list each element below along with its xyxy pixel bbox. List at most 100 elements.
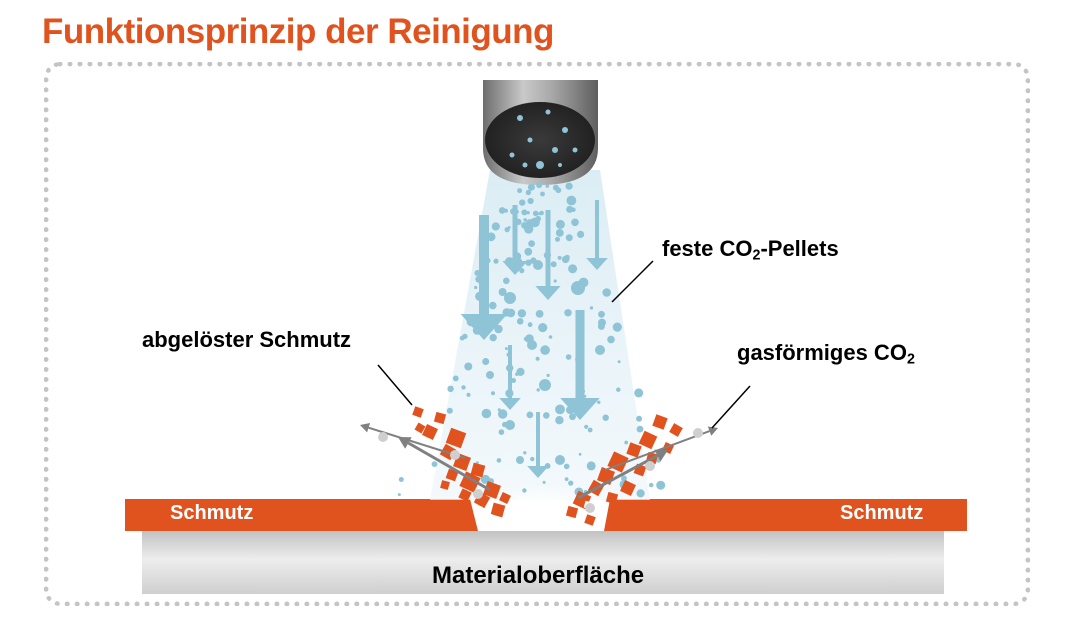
gas-arrow [604, 426, 718, 471]
pellet [474, 285, 478, 290]
dirt-fragment [638, 430, 658, 450]
pellet [548, 335, 553, 339]
pellet [553, 279, 557, 283]
pellet [577, 230, 585, 238]
dirt-fragment [458, 488, 472, 502]
pellet [462, 333, 468, 340]
gas-arrows [360, 423, 718, 513]
flow-arrow [586, 200, 608, 270]
pellet [461, 385, 466, 390]
pellet [498, 429, 505, 435]
gas-bubble [585, 503, 595, 513]
pellet [545, 109, 551, 115]
dirt-fragment [445, 427, 467, 449]
dirt-fragment [445, 468, 459, 482]
pellet [481, 408, 492, 419]
pellet [617, 360, 621, 364]
label-gaseous-co2: gasförmiges CO2 [737, 340, 915, 368]
dirt-fragment [499, 492, 511, 504]
pellet [571, 207, 576, 212]
pellet [522, 162, 528, 168]
dirt-fragment [593, 505, 607, 519]
pellet [538, 212, 542, 216]
dirt-fragment [652, 414, 668, 430]
flow-arrow [460, 215, 508, 340]
dirt-fragment [620, 480, 636, 496]
pellet [649, 482, 654, 488]
pellet [517, 188, 523, 194]
pellet [526, 411, 534, 419]
pellet [602, 288, 611, 297]
flow-arrow [527, 412, 549, 478]
pellet [555, 236, 560, 242]
pellet [535, 356, 540, 361]
gas-bubble [473, 489, 483, 499]
pellet [452, 375, 459, 382]
pellet [586, 461, 596, 471]
pellet [503, 208, 508, 213]
pellet [540, 345, 550, 355]
pellet [515, 372, 519, 376]
pellet [516, 456, 524, 464]
pellet [598, 318, 606, 327]
dirt-layer-right [604, 499, 967, 531]
pellet [568, 264, 578, 274]
pellet [536, 161, 544, 169]
pellet [535, 215, 541, 222]
pellet [624, 440, 629, 445]
pellet [555, 229, 564, 237]
pellet [497, 408, 501, 412]
pellet [493, 258, 499, 264]
nozzle-pellets [509, 109, 578, 169]
pellet [447, 385, 454, 392]
pellet [597, 400, 601, 404]
flow-arrow [499, 345, 521, 410]
pellet [598, 310, 605, 318]
pellet [517, 115, 523, 121]
dirt-fragment [565, 505, 579, 519]
flow-arrow [560, 310, 600, 420]
dirt-fragment [626, 442, 642, 458]
pellet [489, 333, 497, 342]
pellet [503, 277, 510, 285]
diagram-frame [44, 62, 1030, 606]
pellet [521, 209, 528, 216]
gas-bubble [378, 432, 388, 442]
pellet [546, 373, 550, 377]
label-removed-dirt: abgelöster Schmutz [142, 327, 352, 352]
pellet [504, 347, 508, 351]
pellet [519, 268, 525, 274]
pellet [528, 240, 535, 248]
pellet [496, 458, 502, 463]
pellet [431, 461, 438, 467]
pellet [504, 227, 510, 233]
pellet [530, 456, 535, 462]
pellet [522, 488, 527, 493]
nozzle [483, 80, 598, 185]
pellet [568, 480, 574, 486]
leader-gas [711, 385, 751, 429]
dirt-fragment [669, 423, 683, 437]
dirt-fragment [482, 512, 498, 528]
pellet [524, 247, 533, 256]
flow-arrow [535, 210, 561, 300]
dirt-layer-left [125, 499, 478, 531]
pellet [564, 309, 572, 317]
pellet [543, 412, 550, 419]
pellet [557, 255, 562, 260]
pellet [555, 416, 564, 425]
gas-bubble [450, 450, 460, 460]
dirt-fragment [470, 462, 486, 478]
pellet [636, 489, 645, 498]
pellet [589, 306, 594, 310]
pellet [527, 137, 533, 143]
dirt-fragments [412, 406, 683, 528]
dirt-fragment [414, 422, 426, 434]
gas-arrow [577, 449, 668, 500]
pellet [464, 362, 473, 371]
pellet [538, 323, 548, 333]
label-material-surface: Materialoberfläche [432, 562, 645, 589]
pellet [504, 292, 516, 304]
pellet [561, 255, 570, 264]
pellet [555, 455, 565, 465]
